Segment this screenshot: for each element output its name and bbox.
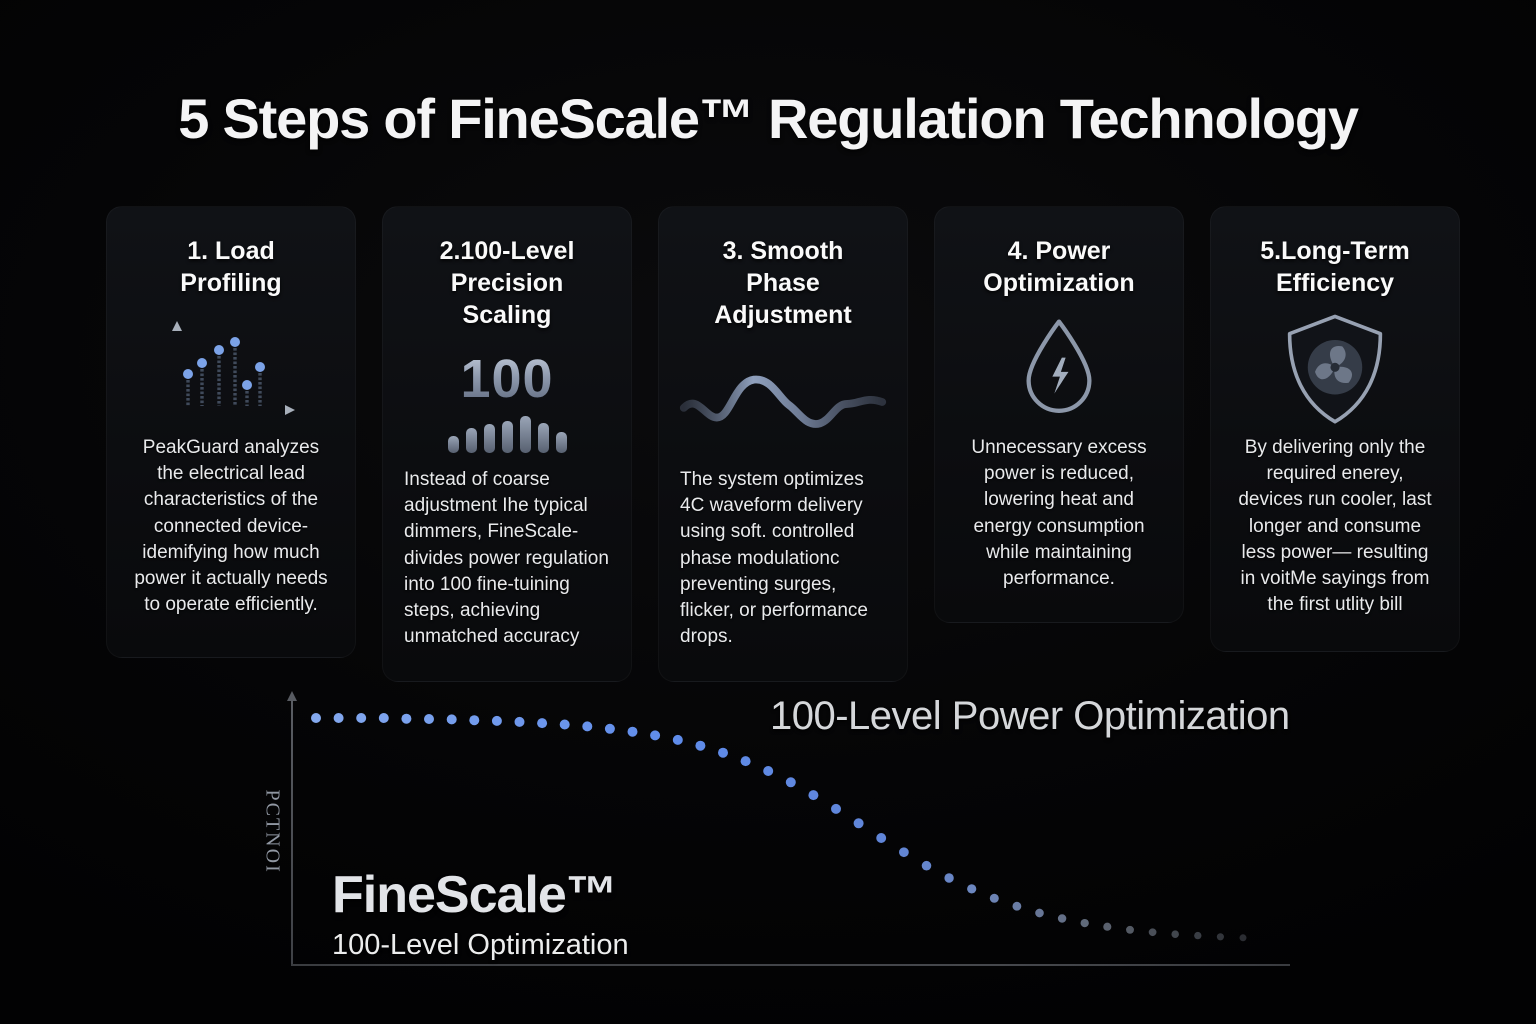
data-point <box>785 777 796 788</box>
data-point <box>627 726 638 737</box>
data-point <box>1080 918 1089 928</box>
scatter-chart-icon <box>162 309 300 431</box>
data-point <box>1148 928 1157 937</box>
data-point <box>469 715 480 726</box>
data-point <box>1012 901 1022 911</box>
droplet-bolt-icon <box>1011 309 1107 431</box>
card-title: 2.100-Level Precision Scaling <box>439 237 575 329</box>
data-point <box>899 847 909 858</box>
power-curve-scatter <box>311 713 1247 942</box>
card-precision-scaling: 2.100-Level Precision Scaling 100 Instea… <box>382 206 632 682</box>
data-point <box>944 873 954 883</box>
chart-annotation: FineScale™ 100-Level Optimization <box>332 868 629 962</box>
number-100: 100 <box>460 348 554 409</box>
data-point <box>876 833 887 843</box>
data-point <box>1239 934 1247 942</box>
steps-card-row: 1. Load Profiling <box>106 206 1462 682</box>
data-point <box>582 721 593 732</box>
data-point <box>921 860 932 871</box>
data-point <box>1057 914 1067 923</box>
data-point <box>740 756 751 767</box>
page-title: 5 Steps of FineScale™ Regulation Technol… <box>178 87 1359 150</box>
data-point <box>853 818 864 829</box>
data-point <box>604 723 615 734</box>
card-title: 4. Power Optimization <box>983 237 1135 297</box>
data-point <box>1035 908 1044 918</box>
data-point <box>537 718 548 729</box>
data-point <box>311 713 321 723</box>
data-point <box>514 716 525 727</box>
data-point <box>333 713 344 723</box>
card-body: Unnecessary excess power is reduced, low… <box>971 437 1147 590</box>
data-point <box>401 713 412 724</box>
data-point <box>808 790 819 801</box>
chart-title: 100-Level Power Optimization <box>770 694 1290 738</box>
card-title: 1. Load Profiling <box>180 237 282 297</box>
data-point <box>1216 933 1224 941</box>
data-point <box>650 730 661 741</box>
card-long-term-efficiency: 5.Long-Term Efficiency By delivering onl… <box>1210 206 1460 652</box>
data-point <box>378 713 389 723</box>
card-title: 5.Long-Term Efficiency <box>1260 237 1410 297</box>
data-point <box>1103 922 1112 931</box>
data-point <box>989 893 999 903</box>
card-title: 3. Smooth Phase Adjustment <box>714 237 852 329</box>
y-axis-line <box>291 700 293 966</box>
data-point <box>1171 930 1179 938</box>
y-axis-arrow-icon <box>287 691 297 701</box>
card-power-optimization: 4. Power Optimization Unnecessary excess… <box>934 206 1184 624</box>
100-equalizer-icon: 100 <box>447 341 567 463</box>
card-phase-adjustment: 3. Smooth Phase Adjustment The system op… <box>658 206 908 682</box>
data-point <box>831 803 841 814</box>
shield-fan-icon <box>1279 309 1391 431</box>
data-point <box>559 719 570 730</box>
data-point <box>356 713 367 723</box>
card-load-profiling: 1. Load Profiling <box>106 206 356 658</box>
card-body: Instead of coarse adjustment Ihe typical… <box>404 469 609 648</box>
annotation-subheading: 100-Level Optimization <box>332 928 629 961</box>
data-point <box>672 734 683 745</box>
data-point <box>491 715 502 726</box>
equalizer-bars-icon <box>447 415 567 453</box>
data-point <box>424 714 434 724</box>
card-body: PeakGuard analyzes the electrical lead c… <box>134 437 328 616</box>
annotation-heading: FineScale™ <box>332 866 618 924</box>
smooth-wave-icon <box>676 341 890 463</box>
data-point <box>695 740 706 751</box>
x-axis-line <box>291 964 1290 966</box>
card-body: By delivering only the required enerey, … <box>1238 437 1432 616</box>
data-point <box>446 714 457 725</box>
data-point <box>718 747 728 758</box>
data-point <box>1194 931 1202 940</box>
y-axis-label: PCTNOI <box>261 789 284 874</box>
data-point <box>1126 925 1134 934</box>
data-point <box>763 766 774 776</box>
data-point <box>967 884 977 894</box>
card-body: The system optimizes 4C waveform deliver… <box>680 469 868 648</box>
